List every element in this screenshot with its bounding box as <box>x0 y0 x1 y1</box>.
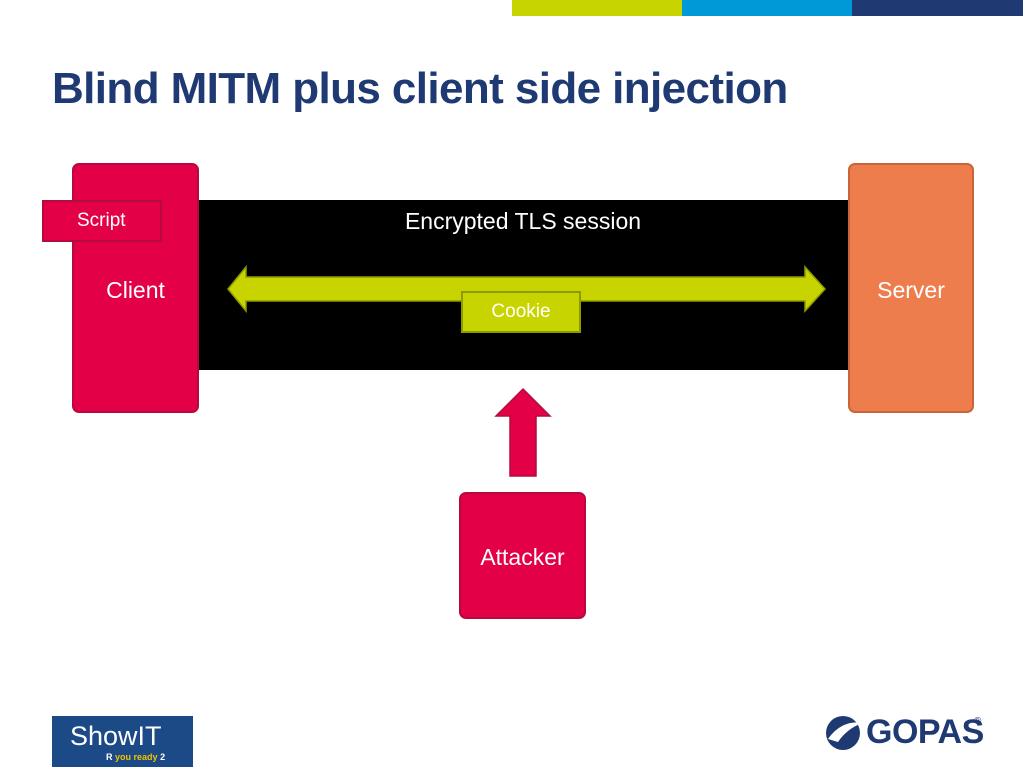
gopas-swoosh-icon <box>826 716 862 750</box>
accent-bar-navy <box>852 0 1023 16</box>
showit-logo-text: ShowIT <box>70 721 162 751</box>
gopas-registered-mark: ® <box>974 716 982 727</box>
accent-bar-blue <box>682 0 852 16</box>
server-box: Server <box>848 163 974 413</box>
up-arrow-icon <box>494 387 552 477</box>
showit-tagline-mid: you ready <box>115 752 158 762</box>
showit-logo: ShowIT R you ready 2 <box>52 716 193 767</box>
client-box: Client <box>72 163 199 413</box>
script-tag: Script <box>42 200 162 242</box>
cookie-tag: Cookie <box>461 291 581 333</box>
attacker-box: Attacker <box>459 492 586 619</box>
showit-tagline: R you ready 2 <box>106 752 165 762</box>
client-label: Client <box>106 277 165 303</box>
server-label: Server <box>877 277 945 303</box>
gopas-logo-text: GOPAS <box>866 713 984 751</box>
attacker-label: Attacker <box>480 544 565 570</box>
showit-tagline-num: 2 <box>160 752 166 762</box>
slide-title: Blind MITM plus client side injection <box>52 64 788 113</box>
accent-bar-green <box>512 0 682 16</box>
showit-tagline-r: R <box>106 752 113 762</box>
tls-session-label: Encrypted TLS session <box>404 208 642 234</box>
double-arrow-icon <box>227 264 827 314</box>
